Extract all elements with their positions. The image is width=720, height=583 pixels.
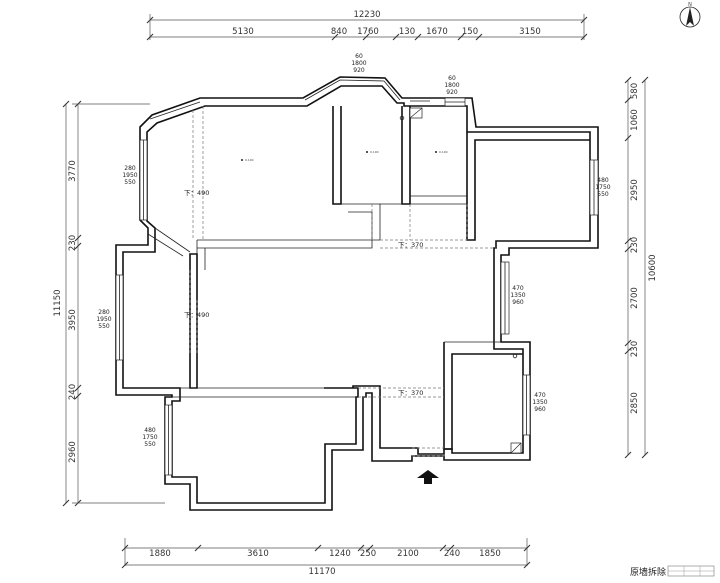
top-seg-3: 1760 [357,27,379,37]
bottom-overall-dim: 11170 [308,567,335,577]
right-overall-dim: 10600 [648,254,658,281]
bay-top-note-2: 1800 [351,60,366,67]
bottom-seg-1: 1880 [149,549,171,559]
drawing-title-block: 原墙拆除 [630,565,715,578]
top-seg-1: 5130 [232,27,254,37]
drain-circle-2 [512,353,518,359]
right-seg-6: 230 [630,341,640,357]
compass-icon: N [679,2,701,28]
bottom-seg-5: 2100 [397,549,419,559]
right-middle-note-1: 470 [512,285,524,292]
left-upper-note-2: 1950 [122,172,137,179]
bottom-seg-6: 240 [444,549,460,559]
top-dimension-chain: 12230 5130 840 1760 130 1670 150 3150 [146,10,588,41]
right-middle-note-2: 1350 [510,292,525,299]
top-overall-dim: 12230 [353,10,380,20]
right-seg-3: 2950 [630,179,640,201]
right-seg-1: 580 [630,83,640,99]
level-note-corridor-top: 下：370 [398,241,423,249]
right-middle-note-3: 960 [512,299,524,306]
compass-label: N [688,2,692,8]
entrance-arrow-icon [417,470,439,484]
window-annotations: 60 1800 920 60 1800 920 280 1950 550 280… [96,53,610,448]
left-upper-note-3: 550 [124,179,136,186]
left-middle-note-1: 280 [98,309,110,316]
right-lower-note-3: 960 [534,406,546,413]
left-lower-note-1: 480 [144,427,156,434]
left-seg-1: 3770 [68,160,78,182]
top-seg-6: 150 [462,27,478,37]
tiny-note-2: 0.100 [370,150,379,154]
left-middle-note-3: 550 [98,323,110,330]
drawing-title: 原墙拆除 [630,566,666,578]
left-lower-note-3: 550 [144,441,156,448]
top-small-note-3: 920 [446,89,458,96]
right-seg-2: 1060 [630,109,640,131]
bottom-seg-4: 250 [360,549,376,559]
right-seg-4: 230 [630,237,640,253]
tiny-note-1: 0.100 [245,158,254,162]
bottom-seg-3: 1240 [329,549,351,559]
right-upper-note-1: 480 [597,177,609,184]
bottom-seg-7: 1850 [479,549,501,559]
left-seg-5: 2960 [68,441,78,463]
right-lower-note-2: 1350 [532,399,547,406]
top-seg-7: 3150 [519,27,541,37]
left-seg-3: 3950 [68,309,78,331]
level-note-corridor-bottom: 下：370 [398,389,423,397]
bay-top-note-3: 920 [353,67,365,74]
windows [115,79,599,476]
level-note-upper-left: 下：490 [184,189,209,197]
right-upper-note-3: 550 [597,191,609,198]
top-seg-2: 840 [331,27,347,37]
fixtures [241,107,522,454]
tiny-note-3: 0.100 [439,150,448,154]
left-dimension-chain: 11150 3770 230 3950 240 2960 [53,100,165,507]
left-overall-dim: 11150 [53,289,63,316]
left-upper-note-1: 280 [124,165,136,172]
left-seg-4: 240 [68,384,78,400]
drain-circle-1 [399,115,405,121]
bottom-dimension-chain: 1880 3610 1240 250 2100 240 1850 11170 [121,538,531,577]
top-seg-4: 130 [399,27,415,37]
bay-top-note-1: 60 [355,53,363,60]
level-annotations: 下：490 下：490 下：370 下：370 0.100 0.100 0.10… [184,150,448,397]
walls [115,76,599,511]
left-lower-note-2: 1750 [142,434,157,441]
level-note-middle-left: 下：490 [184,311,209,319]
left-seg-2: 230 [68,235,78,251]
right-dimension-chain: 580 1060 2950 230 2700 230 2850 10600 [624,76,658,459]
right-seg-7: 2850 [630,392,640,414]
top-small-note-1: 60 [448,75,456,82]
top-seg-5: 1670 [426,27,448,37]
left-middle-note-2: 1950 [96,316,111,323]
right-seg-5: 2700 [630,287,640,309]
right-lower-note-1: 470 [534,392,546,399]
top-small-note-2: 1800 [444,82,459,89]
bottom-seg-2: 3610 [247,549,269,559]
removal-lines [189,106,496,457]
right-upper-note-2: 1750 [595,184,610,191]
